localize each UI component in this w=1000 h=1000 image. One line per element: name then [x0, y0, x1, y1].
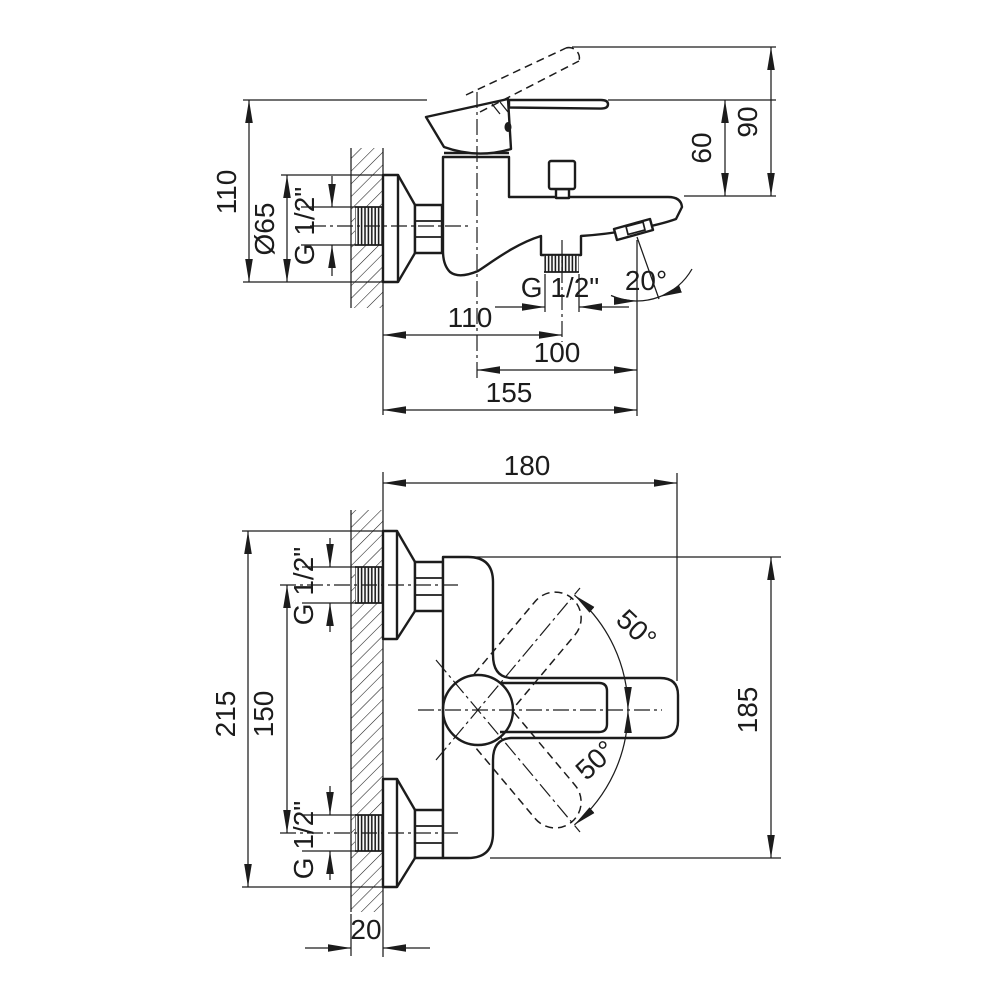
dim-wall-thickness: 20 [350, 914, 381, 945]
dim-shower-thread: G 1/2" [521, 272, 599, 303]
dim-flange-diameter: Ø65 [249, 203, 280, 256]
side-view-dimensions: 90 60 110 Ø65 G 1/2" G 1/2" 110 100 155 [211, 46, 776, 414]
front-view-dimensions: 180 215 150 G 1/2" G 1/2" 185 20 [210, 450, 781, 952]
front-view: 50° 50° 180 215 150 G 1/2" G 1/ [210, 450, 781, 957]
dim-wall-to-shower: 110 [448, 302, 493, 333]
side-view: 20° 90 [211, 46, 776, 416]
dim-handle-height: 90 [732, 106, 763, 137]
handle-raised-position [465, 46, 581, 113]
lower-wall-thread [355, 814, 383, 852]
dim-overall-height: 110 [211, 170, 242, 215]
dim-upper-thread: G 1/2" [288, 547, 319, 625]
dim-pipe-spacing: 150 [248, 691, 279, 738]
handle-side [310, 46, 610, 378]
dim-wall-to-spout-end: 155 [486, 377, 533, 408]
dim-lower-thread: G 1/2" [288, 801, 319, 879]
faucet-body-front [441, 555, 680, 860]
dim-total-width: 180 [504, 450, 551, 481]
dim-body-height-front: 185 [732, 687, 763, 734]
dim-swing-lower: 50° [569, 734, 621, 786]
wall-section-front [350, 472, 384, 957]
dim-swing-upper: 50° [610, 603, 662, 655]
eccentric-mount-side [381, 173, 444, 284]
dim-center-to-spout: 100 [534, 337, 581, 368]
upper-wall-thread [355, 566, 383, 604]
dim-overall-height-front: 215 [210, 691, 241, 738]
dim-body-height: 60 [686, 132, 717, 163]
diverter-knob [547, 159, 577, 200]
dim-wall-thread: G 1/2" [289, 187, 320, 265]
spout-outlet-angle: 20° [610, 217, 693, 416]
dim-spout-angle: 20° [625, 265, 667, 296]
